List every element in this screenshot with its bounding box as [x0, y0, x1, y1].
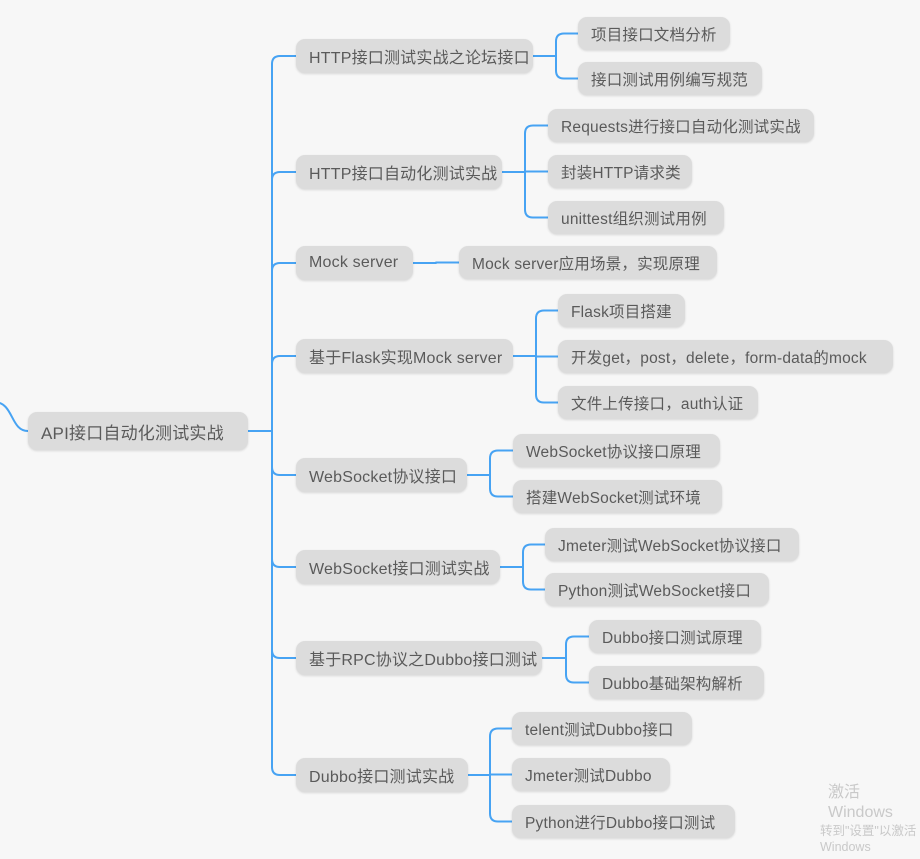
child-connector-1-0 [524, 124, 549, 135]
child-node-6-1[interactable]: Dubbo基础架构解析 [589, 666, 764, 699]
child-node-7-0[interactable]: telent测试Dubbo接口 [512, 712, 692, 745]
node-label: 文件上传接口，auth认证 [571, 395, 744, 413]
branch-node-6[interactable]: 基于RPC协议之Dubbo接口测试 [296, 641, 542, 675]
child-node-4-0[interactable]: WebSocket协议接口原理 [513, 434, 720, 467]
child-node-4-1[interactable]: 搭建WebSocket测试环境 [513, 480, 722, 513]
root-node[interactable]: API接口自动化测试实战 [28, 412, 248, 450]
branch-connector-2 [271, 262, 297, 272]
branch-node-1[interactable]: HTTP接口自动化测试实战 [296, 155, 502, 189]
node-label: Dubbo接口测试原理 [602, 629, 743, 647]
child-node-3-0[interactable]: Flask项目搭建 [558, 294, 685, 327]
node-label: API接口自动化测试实战 [41, 423, 224, 443]
child-node-0-1[interactable]: 接口测试用例编写规范 [578, 62, 762, 95]
node-label: WebSocket接口测试实战 [309, 561, 490, 578]
child-connector-0-0 [555, 32, 579, 43]
node-label: HTTP接口测试实战之论坛接口 [309, 50, 530, 67]
child-connector-3-2 [535, 393, 559, 404]
branch-connector-3 [271, 355, 297, 365]
branch-connector-7 [271, 766, 297, 776]
child-connector-6-1 [565, 673, 590, 684]
node-label: 开发get，post，delete，form-data的mock [571, 349, 867, 367]
child-node-2-0[interactable]: Mock server应用场景，实现原理 [459, 246, 717, 279]
branch-connector-6 [271, 649, 297, 659]
child-node-7-2[interactable]: Python进行Dubbo接口测试 [512, 805, 735, 838]
child-node-6-0[interactable]: Dubbo接口测试原理 [589, 620, 761, 653]
root-incoming-line [0, 402, 29, 432]
branch-node-3[interactable]: 基于Flask实现Mock server [296, 339, 513, 373]
branch-node-7[interactable]: Dubbo接口测试实战 [296, 758, 468, 792]
child-connector-4-1 [489, 487, 514, 498]
node-label: Dubbo接口测试实战 [309, 769, 455, 786]
child-node-0-0[interactable]: 项目接口文档分析 [578, 17, 730, 50]
node-label: Python进行Dubbo接口测试 [525, 814, 716, 832]
child-node-7-1[interactable]: Jmeter测试Dubbo [512, 758, 670, 791]
node-label: telent测试Dubbo接口 [525, 721, 674, 739]
branch-node-0[interactable]: HTTP接口测试实战之论坛接口 [296, 39, 533, 73]
branch-node-4[interactable]: WebSocket协议接口 [296, 458, 467, 492]
child-connector-0-1 [555, 69, 579, 80]
windows-activation-watermark: 激活 Windows 转到"设置"以激活 Windows [800, 783, 920, 855]
child-node-1-1[interactable]: 封装HTTP请求类 [548, 155, 692, 188]
branch-connector-0 [271, 55, 297, 65]
node-label: Jmeter测试WebSocket协议接口 [558, 537, 782, 555]
child-node-1-2[interactable]: unittest组织测试用例 [548, 201, 724, 234]
node-label: Requests进行接口自动化测试实战 [561, 118, 801, 136]
watermark-subtitle: 转到"设置"以激活 Windows [820, 824, 917, 854]
node-label: 项目接口文档分析 [591, 26, 717, 44]
child-node-3-1[interactable]: 开发get，post，delete，form-data的mock [558, 340, 893, 373]
child-connector-3-0 [535, 309, 559, 320]
child-node-1-0[interactable]: Requests进行接口自动化测试实战 [548, 109, 814, 142]
child-connector-7-0 [489, 727, 513, 738]
node-label: Mock server应用场景，实现原理 [472, 255, 700, 273]
branch-node-5[interactable]: WebSocket接口测试实战 [296, 550, 500, 584]
node-label: Python测试WebSocket接口 [558, 582, 752, 600]
node-label: 基于RPC协议之Dubbo接口测试 [309, 652, 538, 669]
node-label: Dubbo基础架构解析 [602, 675, 743, 693]
child-connector-4-0 [489, 449, 514, 460]
child-connector-5-1 [522, 580, 546, 591]
node-label: Mock server [309, 254, 399, 271]
child-connector-6-0 [565, 635, 590, 646]
node-label: 搭建WebSocket测试环境 [526, 489, 701, 507]
node-label: Flask项目搭建 [571, 303, 672, 321]
node-label: WebSocket协议接口 [309, 469, 458, 486]
branch-connector-5 [271, 558, 297, 568]
node-label: 封装HTTP请求类 [561, 164, 681, 182]
branch-connector-4 [271, 466, 297, 476]
node-label: Jmeter测试Dubbo [525, 767, 652, 785]
node-label: 接口测试用例编写规范 [591, 71, 749, 89]
child-connector-5-0 [522, 543, 546, 554]
branch-connector-1 [271, 171, 297, 181]
node-label: 基于Flask实现Mock server [309, 350, 503, 367]
node-label: HTTP接口自动化测试实战 [309, 166, 498, 183]
child-connector-7-2 [489, 812, 513, 823]
node-label: unittest组织测试用例 [561, 210, 707, 228]
child-node-3-2[interactable]: 文件上传接口，auth认证 [558, 386, 758, 419]
node-label: WebSocket协议接口原理 [526, 443, 701, 461]
branch-node-2[interactable]: Mock server [296, 246, 413, 280]
child-connector-1-2 [524, 208, 549, 219]
child-node-5-1[interactable]: Python测试WebSocket接口 [545, 573, 769, 606]
child-node-5-0[interactable]: Jmeter测试WebSocket协议接口 [545, 528, 799, 561]
watermark-title: 激活 Windows [828, 784, 893, 821]
